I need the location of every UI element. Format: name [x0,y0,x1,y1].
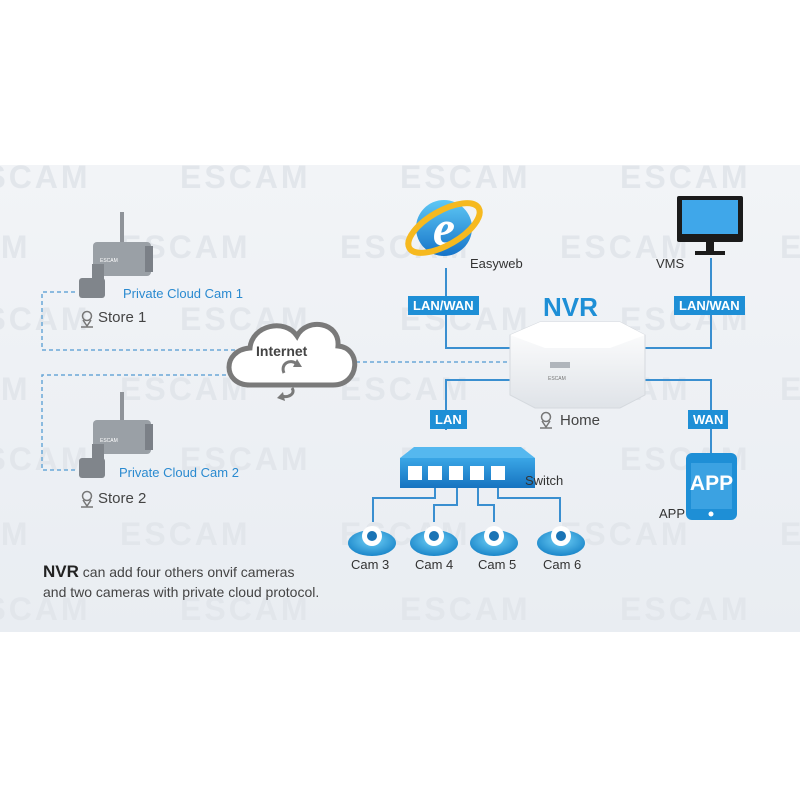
bullet-camera-icon-1 [79,212,153,298]
watermark-text: ESCAM [0,371,31,407]
switch-label: Switch [525,473,564,488]
watermark-text: ESCAM [180,441,311,477]
watermark-text: ESCAM [180,591,311,627]
watermark-text: ESCAM [620,591,751,627]
tablet-icon [686,453,737,520]
home-location: Home [560,412,601,429]
cloud-cam-1-label: Private Cloud Cam 1 [123,286,243,301]
vms-label: VMS [656,256,685,271]
location-pin-icon [81,310,93,328]
nvr-note: NVR can add four others onvif cameras an… [43,562,319,602]
watermark-text: ESCAM [340,371,471,407]
camera-brand-mark: ESCAM [100,438,118,444]
watermark-text: ESCAM [120,516,251,552]
cam-6-label: Cam 6 [543,557,582,572]
watermark-text: ESCAM [780,516,800,552]
nvr-brand-mark: ESCAM [548,376,566,382]
watermark-text: ESCAM [0,441,91,477]
watermark-text: ESCAM [0,229,31,265]
cloud-arrows-icon [277,359,302,401]
nvr-device-icon [509,321,646,409]
cam-4-label: Cam 4 [415,557,454,572]
dome-camera-icon [348,526,396,556]
location-pin-icon [540,411,552,429]
watermark-text: ESCAM [0,159,91,195]
note-line-2: and two cameras with private cloud proto… [43,584,320,600]
lan-wan-tag-easyweb: LAN/WAN [408,296,479,315]
cloud-links [41,291,512,471]
cam-3-label: Cam 3 [351,557,390,572]
watermark-text: ESCAM [0,516,31,552]
store-2-location: Store 2 [98,490,147,507]
note-bold: NVR [43,562,79,581]
note-line-1: can add four others onvif cameras [78,564,295,580]
wan-tag: WAN [688,410,729,429]
dome-camera-icon [470,526,518,556]
watermark-text: ESCAM [400,591,531,627]
monitor-icon [677,196,743,255]
watermark-text: ESCAM [400,159,531,195]
network-lines [372,258,712,522]
camera-brand-mark: ESCAM [100,258,118,264]
cloud-icon [226,321,358,388]
dome-camera-icon [410,526,458,556]
store-1-location: Store 1 [98,309,147,326]
watermark-text: ESCAM [0,591,91,627]
dome-camera-icon [537,526,585,556]
lan-tag: LAN [430,410,467,429]
app-badge: APP [689,472,734,495]
watermark-text: ESCAM [620,159,751,195]
internet-label: Internet [256,343,308,359]
location-pin-icon [81,490,93,508]
watermark-text: ESCAM [180,159,311,195]
easyweb-label: Easyweb [470,256,523,271]
app-label: APP [659,506,686,521]
cam-5-label: Cam 5 [478,557,517,572]
watermark-text: ESCAM [780,371,800,407]
watermark-text: ESCAM [0,301,91,337]
lan-wan-tag-vms: LAN/WAN [674,296,745,315]
network-switch-icon [400,447,535,488]
watermark-text: ESCAM [560,229,691,265]
bullet-camera-icon-2 [79,392,153,478]
watermark-text: ESCAM [120,371,251,407]
watermark-text: ESCAM [780,229,800,265]
ie-browser-icon: e [405,200,483,256]
nvr-title: NVR [543,292,598,322]
cloud-cam-2-label: Private Cloud Cam 2 [119,465,239,480]
